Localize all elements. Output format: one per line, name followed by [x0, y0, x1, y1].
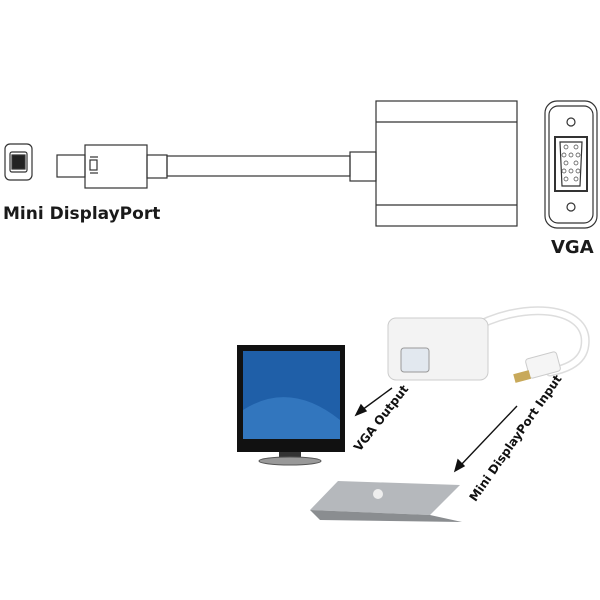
vga-label: VGA: [551, 237, 594, 258]
vga-output-arrow: [361, 387, 393, 411]
mini-displayport-label: Mini DisplayPort: [3, 204, 161, 224]
vga-pin: [563, 176, 569, 182]
vga-pin: [575, 168, 581, 174]
vga-pin: [568, 168, 574, 174]
adapter-box-drawing: [375, 100, 518, 227]
line-drawing: [4, 100, 598, 229]
arrows: [354, 387, 518, 473]
mdp-input-arrow: [459, 405, 518, 467]
strain-relief-drawing: [349, 151, 377, 182]
monitor-photo: [237, 345, 345, 466]
mdp-input-arrowhead: [453, 458, 466, 473]
vga-pin: [573, 144, 579, 150]
vga-pin: [573, 160, 579, 166]
vga-pin: [568, 152, 574, 158]
adapter-photo: [387, 306, 590, 383]
vga-pin: [561, 152, 567, 158]
vga-pin: [563, 160, 569, 166]
vga-pins: [561, 144, 581, 182]
vga-output-arrowhead: [354, 403, 368, 417]
mini-displayport-plug-drawing: [56, 144, 168, 189]
vga-pin: [563, 144, 569, 150]
laptop-photo: [310, 481, 462, 522]
mini-displayport-port-icon: [4, 143, 33, 181]
vga-pin: [561, 168, 567, 174]
vga-port-icon: [544, 100, 598, 229]
cable-drawing: [166, 155, 351, 177]
vga-pin: [575, 152, 581, 158]
vga-pin: [573, 176, 579, 182]
